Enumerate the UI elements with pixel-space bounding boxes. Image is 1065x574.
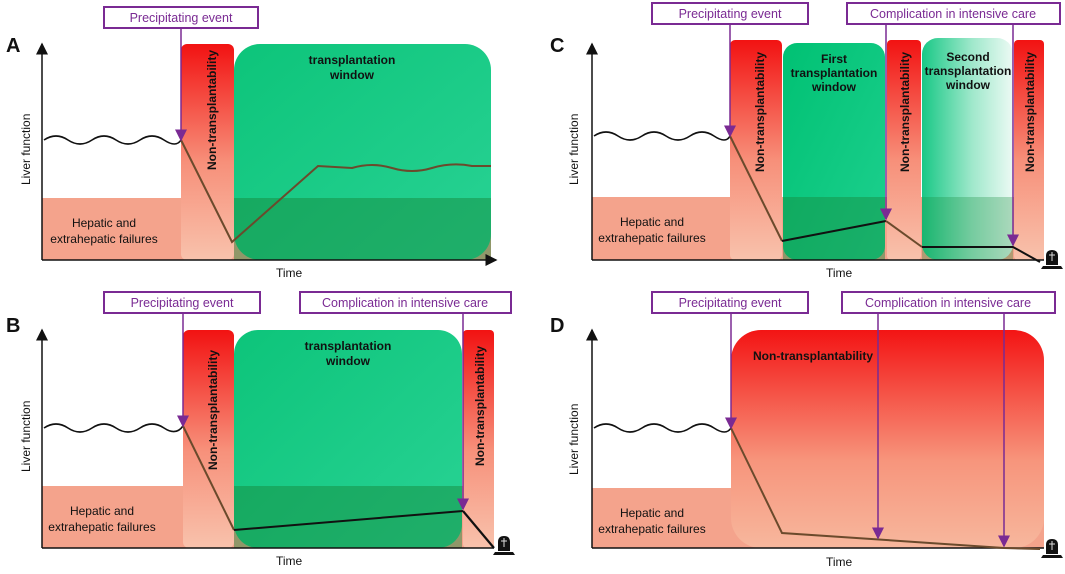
event-label: Precipitating event xyxy=(130,11,233,25)
liver-function-trajectory xyxy=(781,220,887,242)
event-label: Precipitating event xyxy=(679,7,782,21)
event-label: Precipitating event xyxy=(131,296,234,310)
x-axis-label: Time xyxy=(276,266,303,280)
complication-box xyxy=(299,291,512,314)
non-transplantability-label: Non-transplantability xyxy=(1023,52,1037,172)
complication-box xyxy=(846,2,1061,25)
non-transplantability-zone xyxy=(730,40,782,260)
failure-label-line1: Hepatic and xyxy=(70,504,134,518)
failure-label-line2: extrahepatic failures xyxy=(48,520,155,534)
window-label-line2: window xyxy=(325,354,371,368)
window-failure-overlap xyxy=(922,197,1013,260)
panel-letter: B xyxy=(6,315,20,337)
liver-function-trajectory xyxy=(233,510,464,531)
non-transplantability-label: Non-transplantability xyxy=(898,52,912,172)
event-box xyxy=(103,291,261,314)
non-transplantability-zone xyxy=(463,330,494,548)
non-transplantability-zone xyxy=(181,44,234,260)
non-transplantability-label: Non-transplantability xyxy=(753,52,767,172)
panel-b: B Hepatic and extrahepatic failures Non-… xyxy=(6,291,516,568)
liver-function-trajectory xyxy=(462,510,495,549)
window-label-line1: transplantation xyxy=(305,339,392,353)
panel-letter: C xyxy=(550,35,564,57)
transplantation-window xyxy=(234,330,462,548)
event-label: Precipitating event xyxy=(679,296,782,310)
non-transplantability-zone xyxy=(731,330,1044,548)
x-axis-label: Time xyxy=(826,555,853,569)
window-label-line1: Second xyxy=(946,50,989,64)
liver-function-trajectory xyxy=(885,220,923,248)
failure-label-line1: Hepatic and xyxy=(620,506,684,520)
window-label-line2: window xyxy=(329,68,375,82)
window-label-line1: First xyxy=(821,52,847,66)
non-transplantability-label: Non-transplantability xyxy=(473,346,487,466)
complication-label: Complication in intensive care xyxy=(322,296,488,310)
failure-label-line1: Hepatic and xyxy=(620,215,684,229)
non-transplantability-label: Non-transplantability xyxy=(753,349,873,363)
x-axis-label: Time xyxy=(826,266,853,280)
x-axis-label: Time xyxy=(276,554,303,568)
failure-label-line2: extrahepatic failures xyxy=(50,232,157,246)
baseline-wave xyxy=(43,423,184,433)
complication-box xyxy=(841,291,1056,314)
baseline-wave xyxy=(593,131,731,141)
second-transplantation-window xyxy=(922,38,1013,260)
non-transplantability-label: Non-transplantability xyxy=(206,350,220,470)
panel-d: D Hepatic and extrahepatic failures Non-… xyxy=(550,291,1064,569)
failure-label-line2: extrahepatic failures xyxy=(598,231,705,245)
non-transplantability-zone xyxy=(183,330,234,548)
liver-function-trajectory xyxy=(180,139,491,244)
window-failure-overlap xyxy=(234,486,462,548)
event-box xyxy=(651,291,809,314)
tombstone-icon xyxy=(1040,538,1064,559)
complication-label: Complication in intensive care xyxy=(870,7,1036,21)
window-failure-overlap xyxy=(234,198,491,260)
window-label-line2: transplantation xyxy=(791,66,878,80)
non-transplantability-label: Non-transplantability xyxy=(205,50,219,170)
complication-label: Complication in intensive care xyxy=(865,296,1031,310)
window-failure-overlap xyxy=(783,197,885,260)
liver-function-trajectory xyxy=(922,246,1041,263)
failure-label-line1: Hepatic and xyxy=(72,216,136,230)
window-label-line1: transplantation xyxy=(309,53,396,67)
baseline-wave xyxy=(593,423,732,433)
y-axis-label: Liver function xyxy=(19,401,33,472)
baseline-wave xyxy=(43,135,182,145)
panel-letter: D xyxy=(550,315,564,337)
liver-function-trajectory xyxy=(730,427,1041,550)
non-transplantability-zone xyxy=(887,40,921,260)
transplantation-window xyxy=(234,44,491,260)
liver-function-trajectory xyxy=(182,425,235,531)
window-label-line3: window xyxy=(945,78,991,92)
tombstone-icon xyxy=(1040,249,1064,270)
y-axis-label: Liver function xyxy=(567,114,581,185)
panel-a: A Hepatic and extrahepatic failures Non-… xyxy=(6,6,498,280)
liver-function-trajectory xyxy=(729,135,783,242)
panel-letter: A xyxy=(6,35,20,57)
tombstone-icon xyxy=(492,535,516,556)
first-transplantation-window xyxy=(783,43,885,260)
panel-c: C Hepatic and extrahepatic failures Non-… xyxy=(550,2,1064,280)
non-transplantability-zone xyxy=(1014,40,1044,260)
y-axis-label: Liver function xyxy=(19,114,33,185)
failure-label-line2: extrahepatic failures xyxy=(598,522,705,536)
window-label-line3: window xyxy=(811,80,857,94)
y-axis-label: Liver function xyxy=(567,404,581,475)
window-label-line2: transplantation xyxy=(925,64,1012,78)
